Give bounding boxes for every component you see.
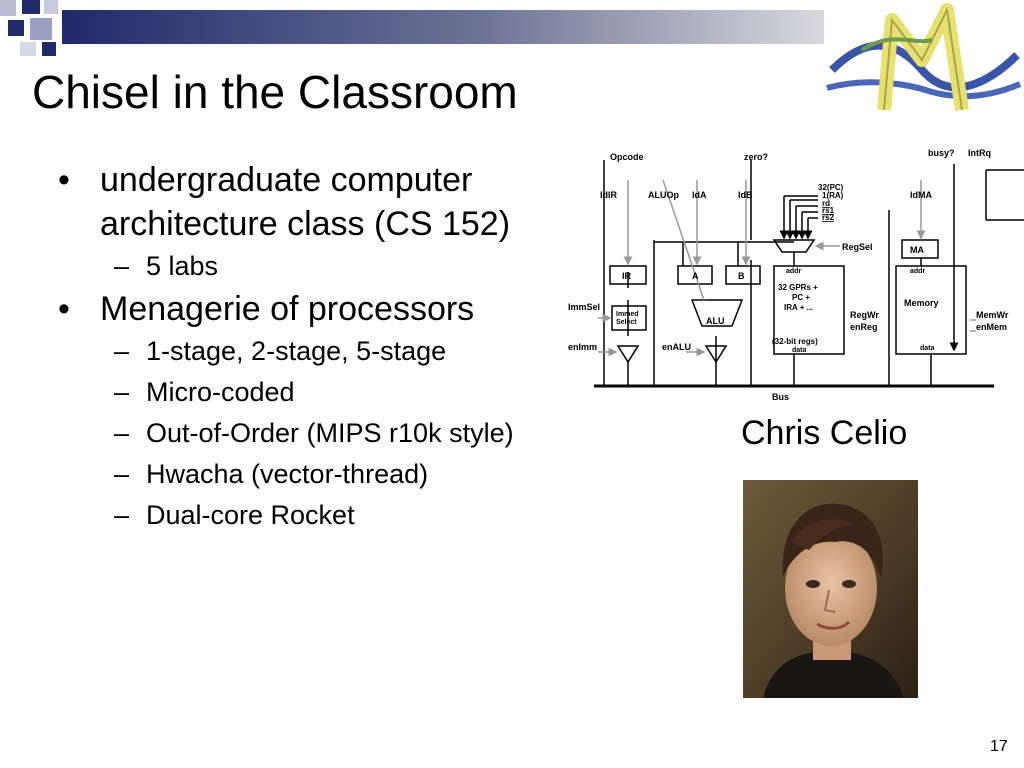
sub-bullet-item: – Out-of-Order (MIPS r10k style) xyxy=(58,413,578,454)
slide-title: Chisel in the Classroom xyxy=(32,66,518,118)
signal-label: busy? xyxy=(928,148,955,158)
bullet-text: Menagerie of processors xyxy=(100,290,475,328)
signal-label: IntRq xyxy=(968,148,991,158)
signal-label: ALUOp xyxy=(648,190,679,200)
signal-label: RegSel xyxy=(842,242,873,252)
signal-label: Opcode xyxy=(610,152,644,162)
signal-label: MemWr xyxy=(976,310,1009,320)
bullet-marker: • xyxy=(58,161,70,199)
signal-label: enImm xyxy=(568,342,597,352)
datapath-diagram: Opcode zero? busy? IntRq ldIR ALUOp ldA … xyxy=(566,140,1024,410)
regfile-label: IRA + ... xyxy=(784,303,813,312)
port-label: addr xyxy=(910,268,925,275)
regfile-label: (32-bit regs) xyxy=(772,337,818,346)
reg-select-label: 1(RA) xyxy=(822,191,844,200)
reg-select-label: rs1 xyxy=(822,206,835,215)
header-decoration xyxy=(0,0,824,56)
regfile-label: 32 GPRs + xyxy=(778,283,818,292)
photo-caption: Chris Celio xyxy=(741,414,908,452)
regfile-label: PC + xyxy=(792,293,810,302)
sub-bullet-item: – 1-stage, 2-stage, 5-stage xyxy=(58,331,578,372)
menagerie-logo xyxy=(826,3,1022,112)
page-number: 17 xyxy=(990,738,1008,755)
sub-bullet-text: Micro-coded xyxy=(146,377,295,407)
bullet-item: • undergraduate computer architecture cl… xyxy=(58,158,578,246)
signal-label: ldIR xyxy=(600,190,617,200)
signal-label: ImmSel xyxy=(568,302,600,312)
reg-select-label: rd xyxy=(822,199,830,208)
portrait-photo xyxy=(743,480,918,698)
register-label: MA xyxy=(910,245,924,255)
signal-label: ldB xyxy=(738,190,753,200)
signal-label: ldMA xyxy=(910,190,932,200)
sub-bullet-text: Hwacha (vector-thread) xyxy=(146,459,429,489)
sub-bullet-marker: – xyxy=(114,459,130,489)
signal-label: zero? xyxy=(744,152,768,162)
register-label: IR xyxy=(622,271,632,281)
bullet-item: • Menagerie of processors xyxy=(58,287,578,331)
port-label: addr xyxy=(786,268,801,275)
sub-bullet-marker: – xyxy=(114,336,130,366)
bullet-list: • undergraduate computer architecture cl… xyxy=(58,158,578,536)
signal-label: enReg xyxy=(850,322,878,332)
sub-bullet-marker: – xyxy=(114,251,130,281)
register-label: B xyxy=(738,271,745,281)
sub-bullet-text: 1-stage, 2-stage, 5-stage xyxy=(146,336,447,366)
signal-label: enMem xyxy=(976,322,1007,332)
sub-bullet-marker: – xyxy=(114,377,130,407)
port-label: data xyxy=(792,347,807,354)
signal-label: enALU xyxy=(662,342,691,352)
signal-label: ldA xyxy=(692,190,707,200)
sub-bullet-text: 5 labs xyxy=(146,251,219,281)
bullet-marker: • xyxy=(58,290,70,328)
memory-label: Memory xyxy=(904,298,939,308)
sub-bullet-marker: – xyxy=(114,418,130,448)
sub-bullet-item: – Hwacha (vector-thread) xyxy=(58,454,578,495)
alu-label: ALU xyxy=(706,316,725,326)
sub-bullet-item: – 5 labs xyxy=(58,246,578,287)
signal-label: RegWr xyxy=(850,310,879,320)
sub-bullet-item: – Dual-core Rocket xyxy=(58,495,578,536)
bullet-text: undergraduate computer architecture clas… xyxy=(100,161,511,243)
sub-bullet-item: – Micro-coded xyxy=(58,372,578,413)
reg-select-label: rs2 xyxy=(822,213,835,222)
register-label: A xyxy=(692,271,699,281)
block-label: Select xyxy=(616,319,637,326)
sub-bullet-text: Dual-core Rocket xyxy=(146,500,355,530)
block-label: Immed xyxy=(616,311,639,318)
sub-bullet-text: Out-of-Order (MIPS r10k style) xyxy=(146,418,514,448)
bus-label: Bus xyxy=(772,392,789,402)
sub-bullet-marker: – xyxy=(114,500,130,530)
reg-select-label: 32(PC) xyxy=(818,183,844,192)
port-label: data xyxy=(920,345,935,352)
